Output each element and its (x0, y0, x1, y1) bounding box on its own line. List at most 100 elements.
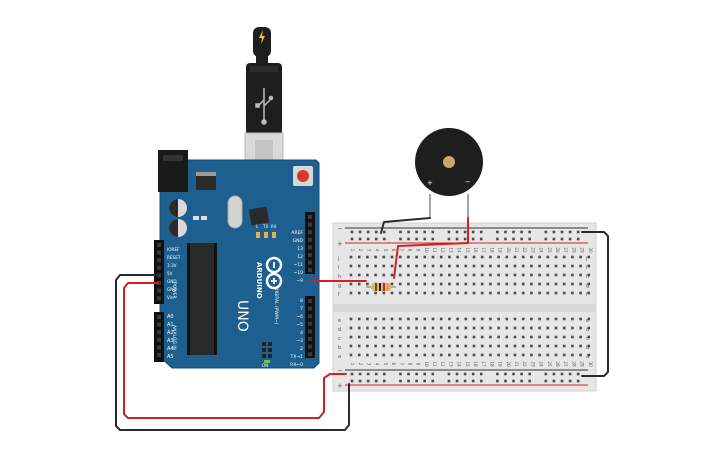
svg-text:j: j (337, 256, 339, 262)
column-number: 3 (366, 249, 371, 252)
rail-sign: + (337, 240, 343, 248)
digital-header-bottom[interactable] (305, 296, 315, 358)
analog-header[interactable] (154, 312, 164, 362)
svg-text:j: j (585, 256, 587, 262)
column-number: 20 (506, 247, 511, 253)
column-number: 8 (407, 249, 412, 252)
breadboard[interactable]: − + − + j i h g f j i h g f e d c b a e … (332, 222, 597, 392)
svg-text:e: e (586, 318, 589, 324)
column-number: 23 (530, 247, 535, 253)
wire-buzzer-minus[interactable] (393, 217, 469, 279)
breadboard-labels: j i h g f j i h g f e d c b a e d c b a (337, 256, 589, 360)
svg-text:GND: GND (167, 287, 177, 292)
column-number: 2 (358, 363, 363, 366)
piezo-buzzer[interactable]: + − (415, 128, 483, 218)
column-number: 1 (350, 363, 355, 366)
svg-text:b: b (338, 345, 341, 351)
arduino-board[interactable]: ON L TX RX ARDUINO UNO DIGITAL (PWM~) PO… (154, 150, 320, 369)
svg-text:RX←0: RX←0 (290, 362, 303, 368)
column-number: 21 (514, 361, 519, 367)
svg-text:~11: ~11 (294, 262, 304, 268)
column-number: 12 (440, 247, 445, 253)
column-number: 1 (350, 249, 355, 252)
svg-text:h: h (586, 274, 589, 280)
svg-text:5V: 5V (167, 271, 173, 276)
arduino-model: UNO (234, 300, 250, 332)
crystal (227, 195, 243, 229)
led-label-l: L (256, 224, 259, 229)
wire-rail-right[interactable] (581, 231, 609, 377)
column-number: 18 (489, 247, 494, 253)
column-number: 7 (399, 249, 404, 252)
breadboard-holes[interactable] (349, 230, 591, 383)
column-number: 10 (424, 361, 429, 367)
led-label-rx: RX (271, 224, 277, 229)
svg-text:c: c (338, 336, 341, 342)
column-number: 4 (375, 363, 380, 366)
power-pin-labels: IOREF RESET 3.3V 5V GND GND Vin (167, 247, 181, 300)
svg-text:AREF: AREF (291, 230, 303, 236)
svg-text:GND: GND (293, 238, 304, 244)
wire-buzzer-plus[interactable] (380, 217, 431, 234)
header-holes (157, 215, 312, 357)
svg-text:2: 2 (300, 346, 303, 352)
svg-text:12: 12 (297, 254, 303, 260)
svg-text:i: i (338, 265, 339, 271)
svg-text:~10: ~10 (294, 270, 304, 276)
svg-text:~6: ~6 (296, 314, 303, 320)
column-number: 5 (383, 363, 388, 366)
arduino-logo-icon (265, 256, 283, 290)
svg-text:a: a (586, 354, 589, 360)
digital-header-top[interactable] (305, 212, 315, 274)
column-number: 29 (580, 247, 585, 253)
svg-text:i: i (586, 265, 587, 271)
column-number: 12 (440, 361, 445, 367)
column-number: 16 (473, 247, 478, 253)
column-number: 19 (498, 361, 503, 367)
column-number: 7 (399, 363, 404, 366)
center-channel (333, 304, 596, 312)
column-number: 30 (588, 247, 593, 253)
column-number: 9 (416, 249, 421, 252)
column-number: 14 (457, 247, 462, 253)
column-number: 27 (563, 247, 568, 253)
column-number: 6 (391, 363, 396, 366)
column-number: 26 (555, 361, 560, 367)
digital-label: DIGITAL (PWM~) (273, 287, 279, 325)
column-number: 2 (358, 249, 363, 252)
svg-text:b: b (586, 345, 589, 351)
column-number: 4 (375, 249, 380, 252)
column-number: 18 (489, 361, 494, 367)
svg-text:c: c (586, 336, 589, 342)
column-number: 26 (555, 247, 560, 253)
buzzer-plus-label: + (427, 179, 433, 187)
column-number: 17 (481, 247, 486, 253)
resistor[interactable] (366, 283, 396, 291)
column-number: 19 (498, 247, 503, 253)
svg-text:IOREF: IOREF (167, 247, 180, 252)
column-number: 23 (530, 361, 535, 367)
microcontroller-chip (190, 243, 214, 355)
wire-5v[interactable] (123, 282, 347, 419)
svg-text:d: d (338, 327, 341, 333)
wires[interactable] (115, 217, 609, 431)
svg-text:f: f (586, 292, 588, 298)
svg-text:g: g (586, 283, 589, 289)
column-number: 6 (391, 249, 396, 252)
svg-text:GND: GND (167, 279, 177, 284)
buzzer-minus-label: − (465, 178, 471, 186)
wire-gnd[interactable] (115, 274, 350, 431)
column-number: 13 (448, 247, 453, 253)
column-number: 8 (407, 363, 412, 366)
svg-text:8: 8 (300, 298, 303, 304)
svg-text:A2: A2 (167, 330, 174, 336)
column-number: 28 (571, 247, 576, 253)
power-header[interactable] (154, 240, 164, 304)
power-label: POWER (171, 282, 177, 299)
analog-label: ANALOG IN (171, 325, 177, 350)
rail-sign: − (337, 367, 343, 375)
column-number: 5 (383, 249, 388, 252)
svg-text:A4: A4 (167, 346, 174, 352)
svg-text:A3: A3 (167, 338, 174, 344)
